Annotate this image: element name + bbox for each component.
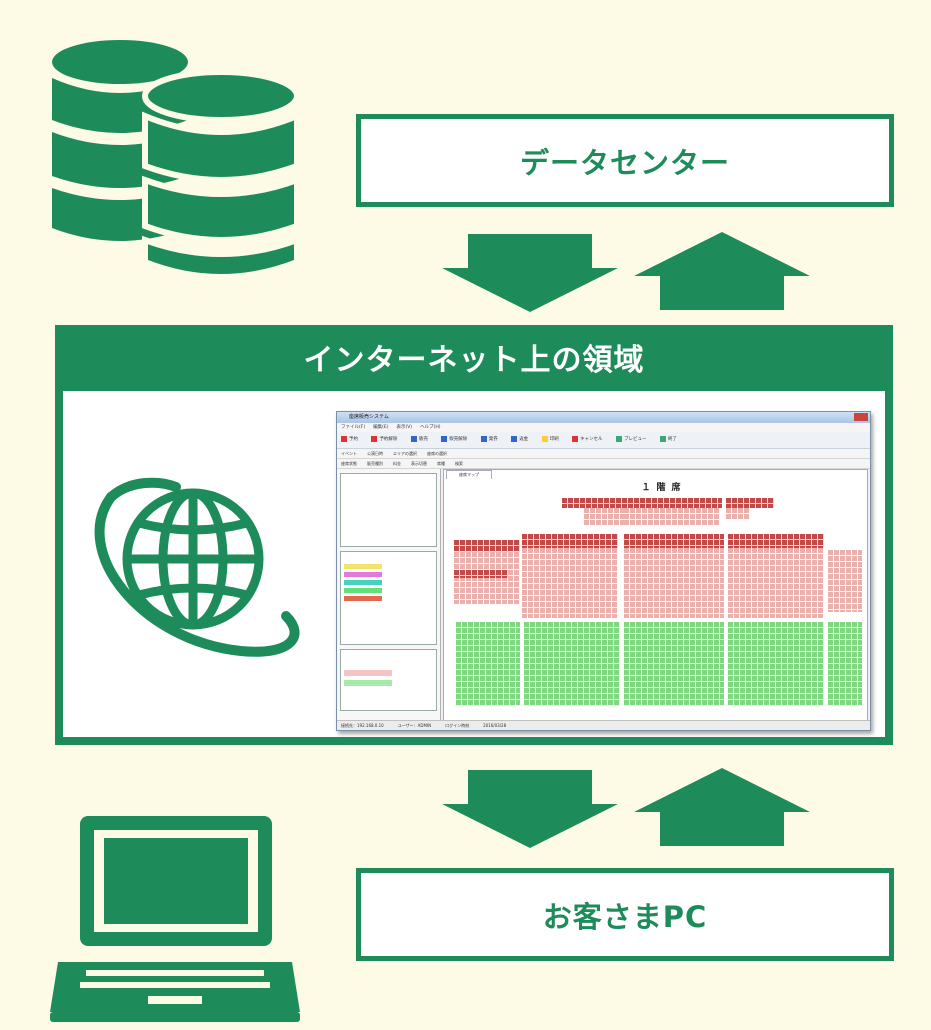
seat-map: 座席マップ １階席 [443, 469, 868, 721]
app-toolbar: 予約 予約解除 販売 販売解除 発券 返金 印刷 キャンセル プレビュー 終了 [337, 432, 870, 449]
globe-icon [94, 477, 300, 657]
arrow-down-icon [442, 234, 618, 312]
arrow-up-icon [634, 768, 810, 846]
internet-content-area: 座席販売システム ファイル(F)編集(E)表示(V)ヘルプ(H) 予約 予約解除… [63, 391, 885, 737]
data-center-label: データセンター [519, 145, 730, 180]
internet-title: インターネット上の領域 [303, 343, 645, 378]
customer-pc-box: お客さまPC [356, 868, 894, 961]
app-screenshot: 座席販売システム ファイル(F)編集(E)表示(V)ヘルプ(H) 予約 予約解除… [336, 411, 871, 731]
customer-pc-label: お客さまPC [542, 899, 708, 934]
seat-type-panel [340, 551, 437, 645]
app-filter-row: イベント公演日時エリアの選択座席の選択 [337, 449, 870, 459]
price-panel [340, 649, 437, 711]
arrow-down-icon [442, 770, 618, 848]
laptop-icon [50, 816, 300, 1022]
arrow-up-icon [634, 232, 810, 310]
database-icon [52, 40, 300, 280]
seat-map-floor-label: １階席 [641, 483, 687, 493]
data-center-box: データセンター [356, 114, 894, 207]
search-panel [340, 473, 437, 547]
close-icon [854, 413, 868, 421]
app-left-panel [337, 469, 441, 721]
tab-seat-map: 座席マップ [446, 470, 492, 479]
app-menubar: ファイル(F)編集(E)表示(V)ヘルプ(H) [337, 423, 870, 432]
app-option-row: 座席状態販売種別料金表示切替席種検索 [337, 459, 870, 469]
app-titlebar: 座席販売システム [337, 412, 870, 423]
internet-region: インターネット上の領域 座席販売システム ファイル(F)編集(E)表示(V)ヘル… [55, 325, 893, 745]
